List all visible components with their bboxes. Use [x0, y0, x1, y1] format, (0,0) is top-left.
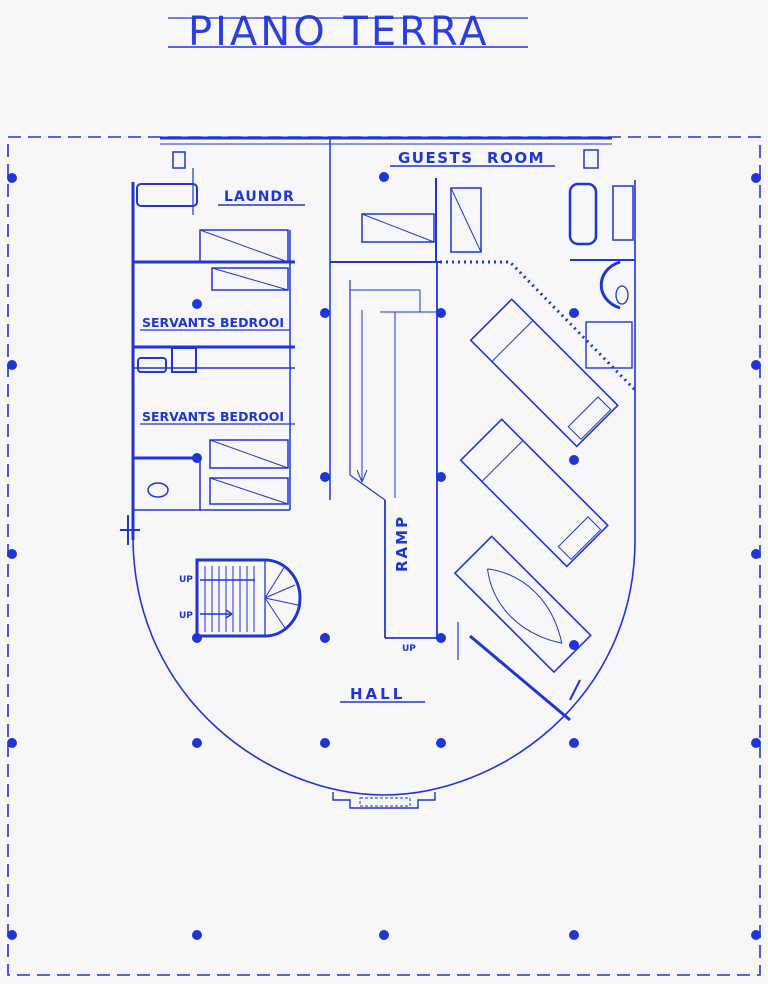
ramp	[349, 262, 440, 639]
label-ramp-up: UP	[402, 644, 416, 654]
guest-wing	[361, 149, 635, 310]
plan-title: PIANO TERRA	[188, 9, 489, 55]
label-stair-up-1: UP	[179, 575, 193, 585]
title-block: PIANO TERRA	[168, 9, 528, 55]
label-laundry: LAUNDR	[224, 189, 295, 205]
label-hall: HALL	[350, 685, 405, 703]
label-guests-room: GUESTS ROOM	[398, 149, 545, 167]
label-underlines	[140, 165, 555, 703]
label-stair-up-2: UP	[179, 611, 193, 621]
building-outline	[131, 136, 636, 809]
service-wing-walls	[120, 138, 440, 545]
label-servants-bedroom-1: SERVANTS BEDROOI	[142, 315, 284, 330]
label-servants-bedroom-2: SERVANTS BEDROOI	[142, 409, 284, 424]
pilotis-columns	[7, 172, 761, 940]
spiral-stair	[195, 558, 302, 638]
garage	[440, 260, 637, 722]
label-ramp: RAMP	[393, 515, 411, 572]
